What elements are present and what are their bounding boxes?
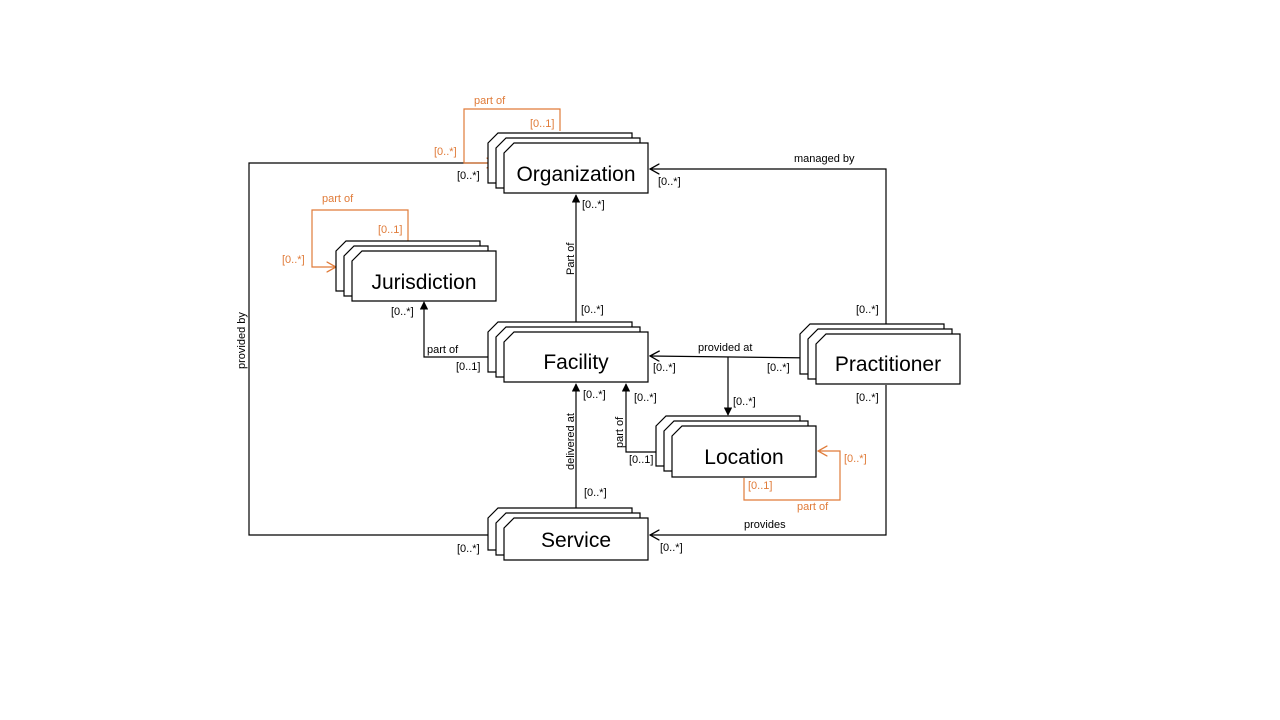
mult-jur-bottom: [0..*] bbox=[391, 306, 414, 318]
delivered-at-label: delivered at bbox=[565, 413, 577, 470]
facility-org-part-of-label: Part of bbox=[565, 242, 577, 275]
self-relations bbox=[311, 108, 841, 501]
organization-entity[interactable]: Organization bbox=[487, 132, 649, 194]
mult-jur-self-one: [0..1] bbox=[378, 224, 402, 236]
facility-entity[interactable]: Facility bbox=[487, 321, 649, 383]
mult-fac-bottom: [0..*] bbox=[583, 389, 606, 401]
mult-org-bottom: [0..*] bbox=[582, 199, 605, 211]
mult-org-left: [0..*] bbox=[457, 170, 480, 182]
organization-label: Organization bbox=[516, 163, 635, 186]
org-part-of-label: part of bbox=[474, 95, 506, 107]
facility-jur-part-of-label: part of bbox=[427, 344, 459, 356]
location-self-part-of-label: part of bbox=[797, 501, 829, 513]
jur-self-line bbox=[311, 209, 409, 267]
facility-jur-line bbox=[419, 301, 505, 358]
location-facility-part-of-label: part of bbox=[614, 416, 626, 448]
mult-prac-left: [0..*] bbox=[767, 362, 790, 374]
service-entity[interactable]: Service bbox=[487, 507, 649, 561]
facility-label: Facility bbox=[543, 351, 609, 374]
org-self-line bbox=[463, 108, 561, 163]
mult-org-self-one: [0..1] bbox=[530, 118, 554, 130]
mult-loc-left: [0..1] bbox=[629, 454, 653, 466]
mult-org-self-many: [0..*] bbox=[434, 146, 457, 158]
jur-part-of-label: part of bbox=[322, 193, 354, 205]
mult-svc-left: [0..*] bbox=[457, 543, 480, 555]
practitioner-label: Practitioner bbox=[835, 353, 941, 376]
mult-prac-top: [0..*] bbox=[856, 304, 879, 316]
mult-prac-bottom: [0..*] bbox=[856, 392, 879, 404]
mult-loc-self-one: [0..1] bbox=[748, 480, 772, 492]
mult-loc-top: [0..*] bbox=[733, 396, 756, 408]
provides-line bbox=[650, 385, 887, 535]
provided-by-label: provided by bbox=[236, 312, 248, 369]
mult-fac-top: [0..*] bbox=[581, 304, 604, 316]
practitioner-entity[interactable]: Practitioner bbox=[799, 323, 961, 385]
service-label: Service bbox=[541, 529, 611, 552]
managed-by-line bbox=[650, 169, 887, 334]
relation-labels: part of part of Part of part of provided… bbox=[236, 95, 855, 531]
multiplicity-labels: [0..*] [0..1] [0..*] [0..*] [0..*] [0..*… bbox=[282, 118, 879, 555]
managed-by-label: managed by bbox=[794, 153, 855, 165]
mult-fac-left: [0..1] bbox=[456, 361, 480, 373]
location-entity[interactable]: Location bbox=[655, 415, 817, 478]
jurisdiction-label: Jurisdiction bbox=[371, 271, 476, 294]
mult-svc-right: [0..*] bbox=[660, 542, 683, 554]
provided-by-line bbox=[248, 163, 504, 536]
mult-fac-right: [0..*] bbox=[653, 362, 676, 374]
location-label: Location bbox=[704, 446, 783, 469]
mult-org-right: [0..*] bbox=[658, 176, 681, 188]
mult-jur-self-many: [0..*] bbox=[282, 254, 305, 266]
provided-at-label: provided at bbox=[698, 342, 752, 354]
jurisdiction-entity[interactable]: Jurisdiction bbox=[335, 240, 497, 302]
loc-self-line bbox=[743, 451, 841, 501]
provides-label: provides bbox=[744, 519, 786, 531]
mult-loc-self-many: [0..*] bbox=[844, 453, 867, 465]
provided-at-line bbox=[650, 356, 818, 358]
mult-svc-top: [0..*] bbox=[584, 487, 607, 499]
connectors bbox=[248, 163, 887, 536]
mult-fac-loc: [0..*] bbox=[634, 392, 657, 404]
